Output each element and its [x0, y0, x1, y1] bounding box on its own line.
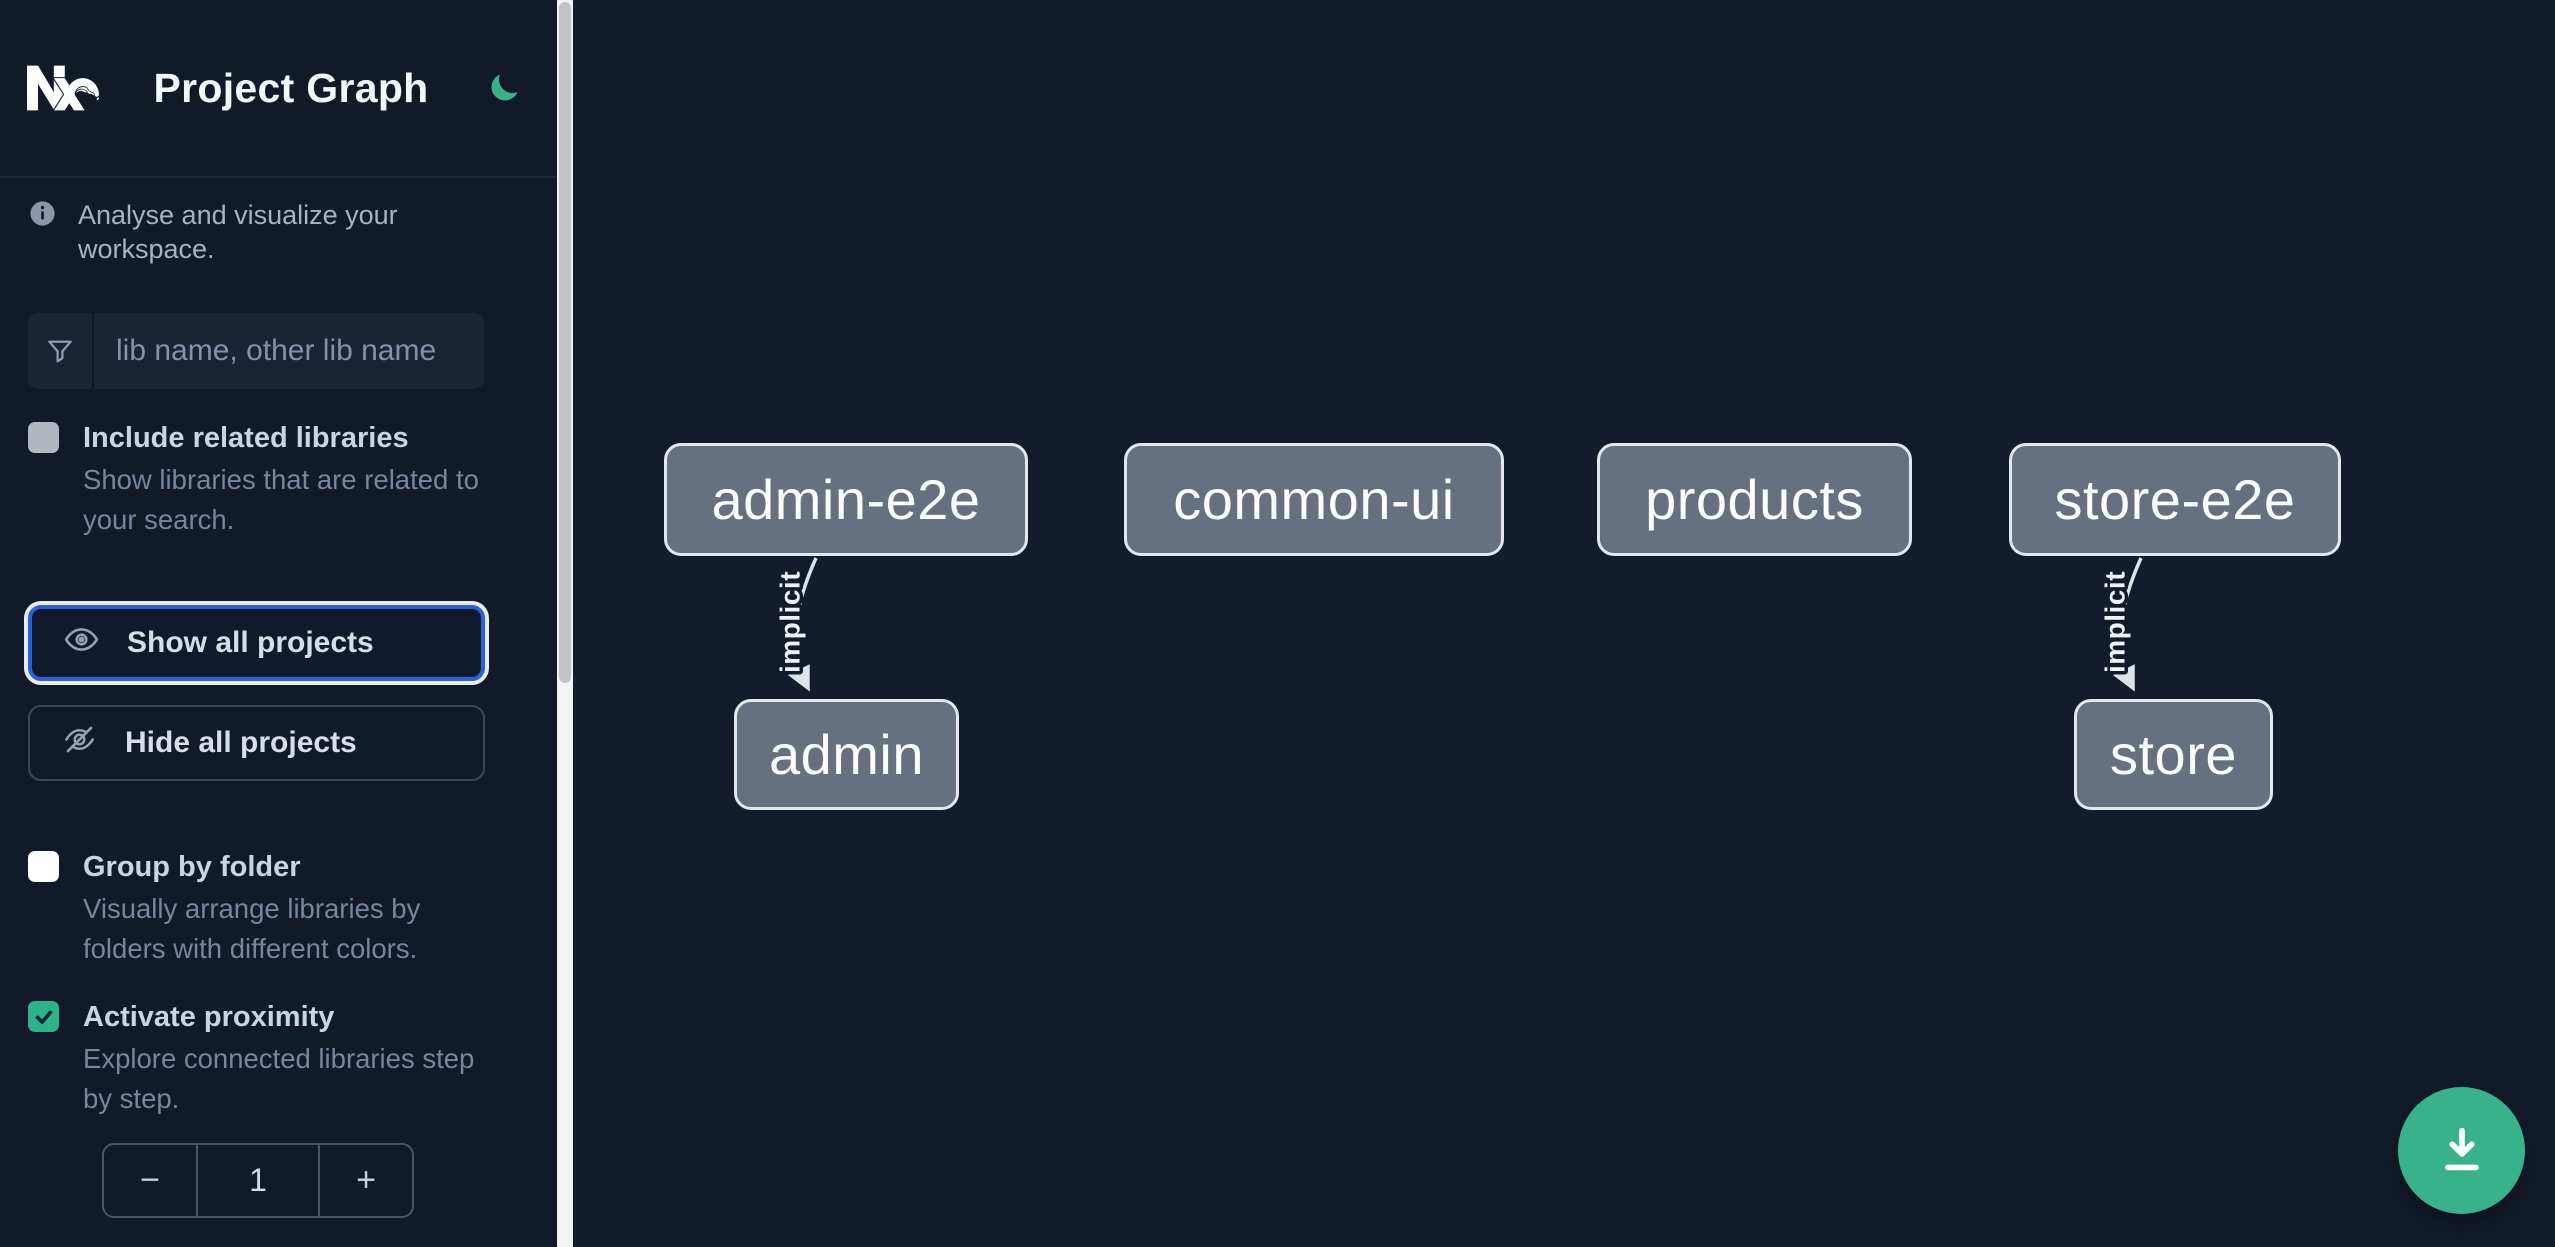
option-description: Show libraries that are related to your … — [83, 464, 479, 535]
edge-label-implicit: implicit — [774, 571, 805, 673]
hide-all-projects-button[interactable]: Hide all projects — [28, 705, 485, 781]
hide-all-projects-label: Hide all projects — [125, 726, 357, 759]
option-activate-proximity: Activate proximity Explore connected lib… — [28, 999, 496, 1119]
proximity-value: 1 — [196, 1145, 320, 1216]
workspace-info-text: Analyse and visualize your workspace. — [78, 200, 398, 264]
proximity-increment-button[interactable]: + — [320, 1145, 412, 1216]
download-icon — [2436, 1123, 2488, 1178]
check-icon — [35, 1010, 52, 1024]
funnel-icon — [28, 313, 94, 389]
option-group-by-folder: Group by folder Visually arrange librari… — [28, 849, 496, 969]
sidebar-header: Project Graph — [0, 0, 557, 178]
node-label: common-ui — [1173, 468, 1455, 531]
activate-proximity-checkbox[interactable] — [28, 1001, 59, 1032]
option-description: Explore connected libraries step by step… — [83, 1043, 475, 1114]
proximity-stepper: − 1 + — [102, 1143, 414, 1218]
node-label: admin — [768, 723, 925, 786]
show-all-projects-label: Show all projects — [127, 626, 374, 659]
workspace-info: Analyse and visualize your workspace. — [28, 198, 535, 266]
edge-admin-e2e-admin — [787, 557, 818, 692]
node-admin-e2e[interactable]: admin-e2e — [664, 443, 1028, 556]
sidebar-scrollbar-thumb[interactable] — [559, 2, 571, 683]
node-admin[interactable]: admin — [734, 699, 959, 810]
option-label: Activate proximity — [83, 1001, 335, 1033]
node-products[interactable]: products — [1597, 443, 1912, 556]
eye-slash-icon — [61, 721, 98, 766]
node-label: admin-e2e — [711, 468, 981, 531]
node-label: store — [2110, 723, 2237, 786]
info-icon — [28, 199, 57, 228]
node-store[interactable]: store — [2074, 699, 2273, 810]
include-related-checkbox[interactable] — [28, 422, 59, 453]
sidebar: Project Graph Analyse and visualize your… — [0, 0, 557, 1247]
eye-icon — [63, 621, 100, 666]
node-label: store-e2e — [2054, 468, 2296, 531]
filter-input[interactable] — [94, 313, 484, 389]
group-by-folder-checkbox[interactable] — [28, 851, 59, 882]
proximity-decrement-button[interactable]: − — [104, 1145, 196, 1216]
show-all-projects-button[interactable]: Show all projects — [28, 605, 485, 681]
filter-box — [28, 313, 484, 389]
node-store-e2e[interactable]: store-e2e — [2009, 443, 2341, 556]
nx-logo — [27, 52, 100, 124]
node-label: products — [1645, 468, 1864, 531]
moon-icon — [487, 73, 523, 108]
dark-mode-toggle[interactable] — [483, 66, 527, 110]
edge-label-implicit: implicit — [2099, 571, 2130, 673]
option-label: Group by folder — [83, 851, 301, 883]
sidebar-scrollbar-track — [557, 0, 573, 1247]
option-label: Include related libraries — [83, 422, 409, 454]
download-graph-button[interactable] — [2398, 1087, 2525, 1214]
graph-canvas[interactable]: implicit implicit admin-e2e common-ui pr… — [573, 0, 2555, 1247]
page-title: Project Graph — [153, 64, 429, 111]
graph-edges: implicit implicit — [771, 557, 2143, 692]
node-common-ui[interactable]: common-ui — [1124, 443, 1504, 556]
option-include-related: Include related libraries Show libraries… — [28, 420, 496, 540]
edge-store-e2e-store — [2112, 557, 2143, 692]
option-description: Visually arrange libraries by folders wi… — [83, 893, 421, 964]
